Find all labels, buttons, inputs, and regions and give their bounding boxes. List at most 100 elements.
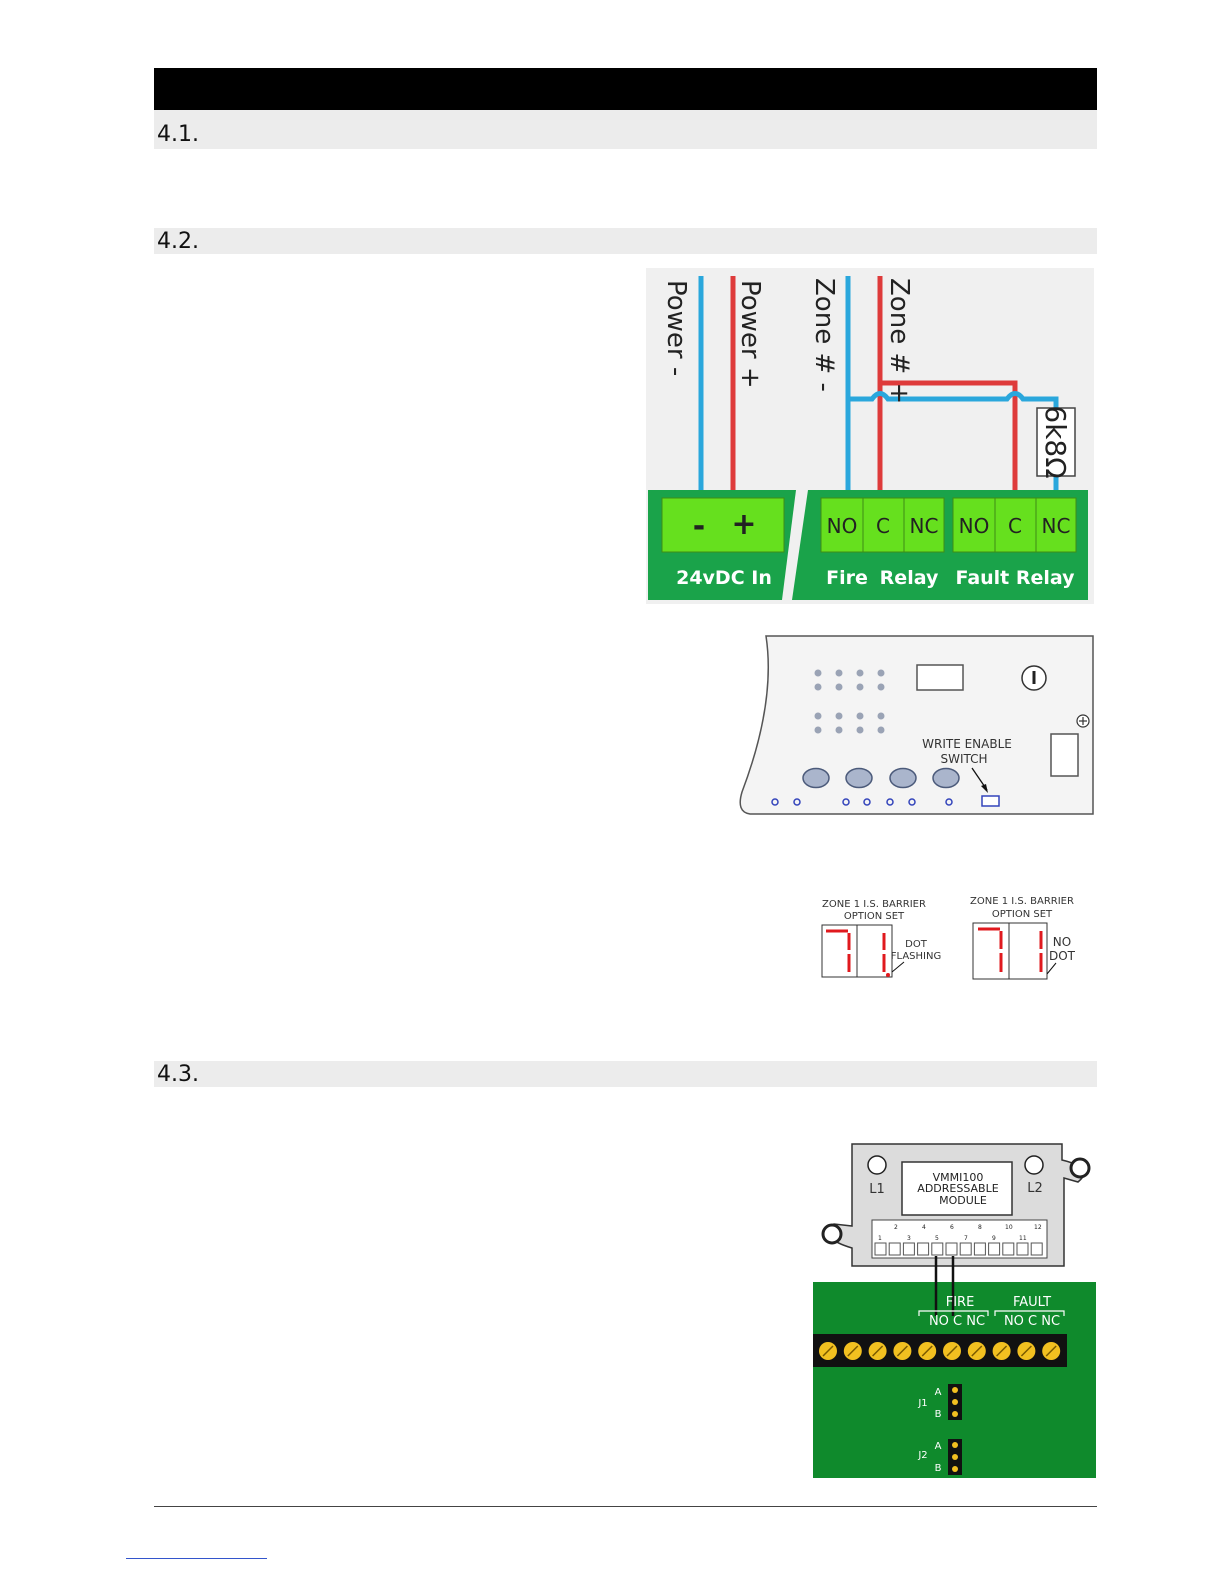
zone-positive-label: Zone # + bbox=[884, 278, 914, 404]
relay-wiring-diagram: 6k8Ω Power - Power + Zone # - Zone # + -… bbox=[646, 268, 1094, 604]
j2-b-label: B bbox=[935, 1463, 942, 1474]
fire-caption: Fire bbox=[826, 567, 868, 589]
section-heading-4-1: 4.1. bbox=[154, 110, 1097, 149]
svg-text:9: 9 bbox=[992, 1235, 996, 1242]
screw-slot bbox=[946, 1345, 958, 1357]
screw-slot bbox=[896, 1345, 908, 1357]
fire-label: FIRE bbox=[946, 1295, 975, 1310]
svg-text:7: 7 bbox=[964, 1235, 968, 1242]
right-display-note1: NO bbox=[1053, 935, 1071, 949]
footer-link-underline[interactable] bbox=[126, 1558, 267, 1559]
fault-no-terminal bbox=[952, 497, 996, 553]
zone-positive-to-fault-c-wire bbox=[880, 380, 1018, 500]
right-display-segments bbox=[978, 927, 1043, 972]
screw-slot bbox=[996, 1345, 1008, 1357]
svg-text:2: 2 bbox=[894, 1224, 898, 1231]
fire-c-terminal bbox=[862, 497, 905, 553]
section-heading-4-2: 4.2. bbox=[154, 228, 1097, 254]
plus-terminal: + bbox=[731, 507, 756, 542]
indicator-dot-grid bbox=[814, 669, 885, 734]
l1-label: L1 bbox=[869, 1182, 885, 1197]
fire-no-terminal bbox=[820, 497, 864, 553]
fault-no-label: NO bbox=[959, 514, 990, 538]
module-pin bbox=[1030, 1242, 1043, 1256]
screw-slot bbox=[872, 1345, 884, 1357]
write-enable-switch[interactable] bbox=[981, 795, 1000, 807]
screw-slot bbox=[1020, 1345, 1032, 1357]
left-display-note1: DOT bbox=[905, 939, 928, 950]
panel-outline bbox=[739, 635, 1094, 815]
svg-text:10: 10 bbox=[1005, 1224, 1013, 1231]
left-display-digit2 bbox=[856, 924, 893, 978]
module-label-plate bbox=[901, 1161, 1013, 1216]
right-display-digit1 bbox=[972, 922, 1010, 980]
side-slot bbox=[1050, 733, 1079, 777]
mounting-hole-left bbox=[821, 1223, 843, 1245]
fault-label: FAULT bbox=[1013, 1295, 1051, 1310]
screw-slot bbox=[847, 1345, 859, 1357]
section-number: 4.3. bbox=[157, 1062, 199, 1087]
mounting-hole-right bbox=[1069, 1157, 1091, 1179]
j1-a-label: A bbox=[935, 1387, 942, 1398]
module-name-line2: ADDRESSABLE bbox=[917, 1182, 998, 1195]
fault-contacts-label: NO C NC bbox=[1004, 1314, 1060, 1329]
fire-c-label: C bbox=[876, 514, 890, 538]
power-positive-label: Power + bbox=[735, 280, 765, 389]
screw-slot bbox=[971, 1345, 983, 1357]
screw-terminals bbox=[819, 1342, 1061, 1360]
left-display-segments bbox=[826, 929, 886, 972]
fire-nc-label: NC bbox=[910, 514, 939, 538]
led-l1 bbox=[867, 1155, 887, 1175]
left-display-title1: ZONE 1 I.S. BARRIER bbox=[822, 899, 926, 910]
module-pin bbox=[945, 1242, 958, 1256]
fault-c-label: C bbox=[1008, 514, 1022, 538]
j1-b-label: B bbox=[935, 1409, 942, 1420]
module-name-line3: MODULE bbox=[939, 1194, 987, 1207]
screw-slot bbox=[822, 1345, 834, 1357]
fault-nc-label: NC bbox=[1042, 514, 1071, 538]
j2-a-label: A bbox=[935, 1441, 942, 1452]
resistor bbox=[1036, 407, 1076, 477]
left-display-title2: OPTION SET bbox=[844, 911, 905, 922]
fire-bracket bbox=[918, 1310, 989, 1316]
module-pin bbox=[1002, 1242, 1015, 1256]
right-display-title2: OPTION SET bbox=[992, 909, 1053, 920]
chapter-header-bar bbox=[154, 68, 1097, 110]
module-pin bbox=[902, 1242, 915, 1256]
module-pin bbox=[973, 1242, 986, 1256]
svg-text:6: 6 bbox=[950, 1224, 954, 1231]
control-panel-diagram: WRITE ENABLE SWITCH bbox=[739, 635, 1094, 815]
addressable-module-diagram: L1 L2 VMMI100 ADDRESSABLE MODULE 2 4 6 8… bbox=[813, 1143, 1096, 1478]
flashing-dot bbox=[886, 973, 890, 977]
led-l2 bbox=[1024, 1155, 1044, 1175]
zone-negative-to-resistor-wire bbox=[848, 391, 1059, 408]
left-display-note2: FLASHING bbox=[891, 951, 941, 962]
svg-text:4: 4 bbox=[922, 1224, 926, 1231]
screw-slot bbox=[921, 1345, 933, 1357]
minus-terminal: - bbox=[693, 509, 705, 544]
relay-caption: Relay bbox=[880, 567, 939, 589]
resistor-label: 6k8Ω bbox=[1039, 405, 1072, 478]
fault-bracket bbox=[994, 1310, 1065, 1316]
power-terminal-face bbox=[661, 497, 785, 553]
module-pin bbox=[874, 1242, 887, 1256]
power-negative-label: Power - bbox=[661, 280, 691, 376]
j2-label: J2 bbox=[917, 1450, 927, 1461]
display-window bbox=[916, 664, 964, 691]
write-enable-label-line1: WRITE ENABLE bbox=[922, 737, 1012, 751]
panel-buttons bbox=[802, 767, 960, 789]
section-heading-4-3: 4.3. bbox=[154, 1061, 1097, 1087]
fire-nc-terminal bbox=[903, 497, 945, 553]
barrier-option-displays: ZONE 1 I.S. BARRIER OPTION SET DOT FLASH… bbox=[821, 896, 1076, 980]
svg-text:12: 12 bbox=[1034, 1224, 1042, 1231]
fire-no-label: NO bbox=[827, 514, 858, 538]
right-display-note2: DOT bbox=[1049, 949, 1076, 963]
footer-rule bbox=[154, 1506, 1097, 1507]
module-pin bbox=[888, 1242, 901, 1256]
right-display-title1: ZONE 1 I.S. BARRIER bbox=[970, 896, 1074, 907]
left-display-digit1 bbox=[821, 924, 858, 978]
module-pin-boxes bbox=[874, 1242, 1043, 1256]
svg-text:11: 11 bbox=[1019, 1235, 1027, 1242]
module-pin bbox=[988, 1242, 1001, 1256]
fault-c-terminal bbox=[994, 497, 1037, 553]
